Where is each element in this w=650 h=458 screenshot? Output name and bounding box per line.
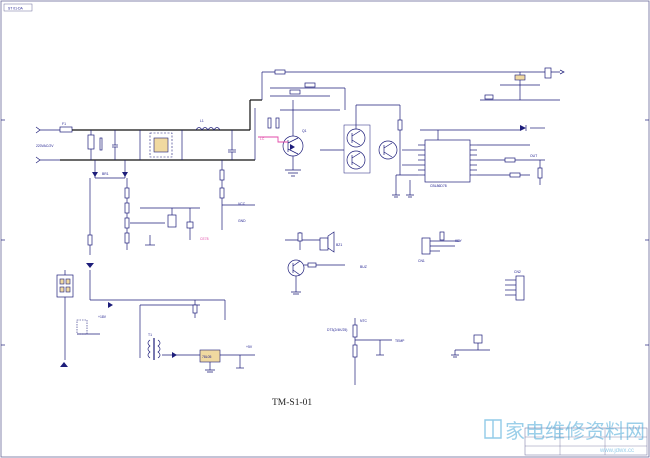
watermark-url: www.jdwx.cc [599, 448, 634, 454]
fuse [59, 126, 73, 133]
mains-input: 220VAC/2V [35, 126, 60, 164]
temperature-sensor: DT3(2/4K/25) NTC [327, 318, 392, 385]
emi-filter-box [149, 132, 173, 158]
mains-label: 220VAC/2V [36, 144, 54, 148]
title-block [524, 427, 648, 456]
voltage-regulator: 78L05 [199, 349, 221, 373]
board-title: TM-S1-01 [272, 398, 312, 408]
buzzer-label: BZ1 [336, 243, 342, 247]
resonant-trace [258, 136, 288, 143]
fuse-label: F1 [62, 122, 66, 126]
transformer-label: T1 [148, 333, 152, 337]
main-ic-label: CBL86D78 [430, 184, 447, 188]
bridge-rectifier: BR1 [92, 160, 128, 179]
svg-text:VCC: VCC [238, 202, 246, 206]
switching-supply [56, 270, 225, 367]
svg-text:+18V: +18V [98, 315, 107, 319]
corner-note: ST 01-DA [8, 7, 24, 11]
connector-disp-label: CN1 [418, 259, 425, 263]
ground-network [451, 334, 490, 358]
main-ic: CBL86D78 [418, 139, 477, 188]
watermark-text: 家电维修资料网 [505, 419, 645, 443]
regulator-label: 78L05 [202, 355, 212, 359]
svg-text:OUT: OUT [530, 154, 537, 158]
display-connector: CN1 [418, 231, 460, 263]
sensor-label: NTC [360, 319, 368, 323]
driver-transistors [346, 128, 398, 170]
igbt-label: Q1 [302, 129, 307, 133]
svg-text:GND: GND [238, 219, 246, 223]
transformer: T1 [147, 333, 161, 360]
choke-coil [195, 127, 221, 131]
svg-text:LC: LC [260, 137, 265, 141]
connector-key-label: CN2 [514, 270, 521, 274]
watermark: 家电维修资料网 www.jdwx.cc [484, 419, 645, 454]
svg-text:BUZ: BUZ [360, 265, 367, 269]
svg-text:KEY: KEY [455, 239, 463, 243]
svg-text:CE78: CE78 [200, 237, 209, 241]
ntc-label: DT3(2/4K/25) [327, 328, 347, 332]
svg-text:TEMP: TEMP [395, 339, 405, 343]
rectifier-label: BR1 [102, 172, 109, 176]
igbt: Q1 [282, 129, 307, 157]
choke-label: L1 [200, 119, 204, 123]
svg-text:+5V: +5V [246, 345, 253, 349]
key-connector: CN2 [505, 270, 525, 301]
buzzer-circuit: BZ1 [285, 231, 345, 295]
